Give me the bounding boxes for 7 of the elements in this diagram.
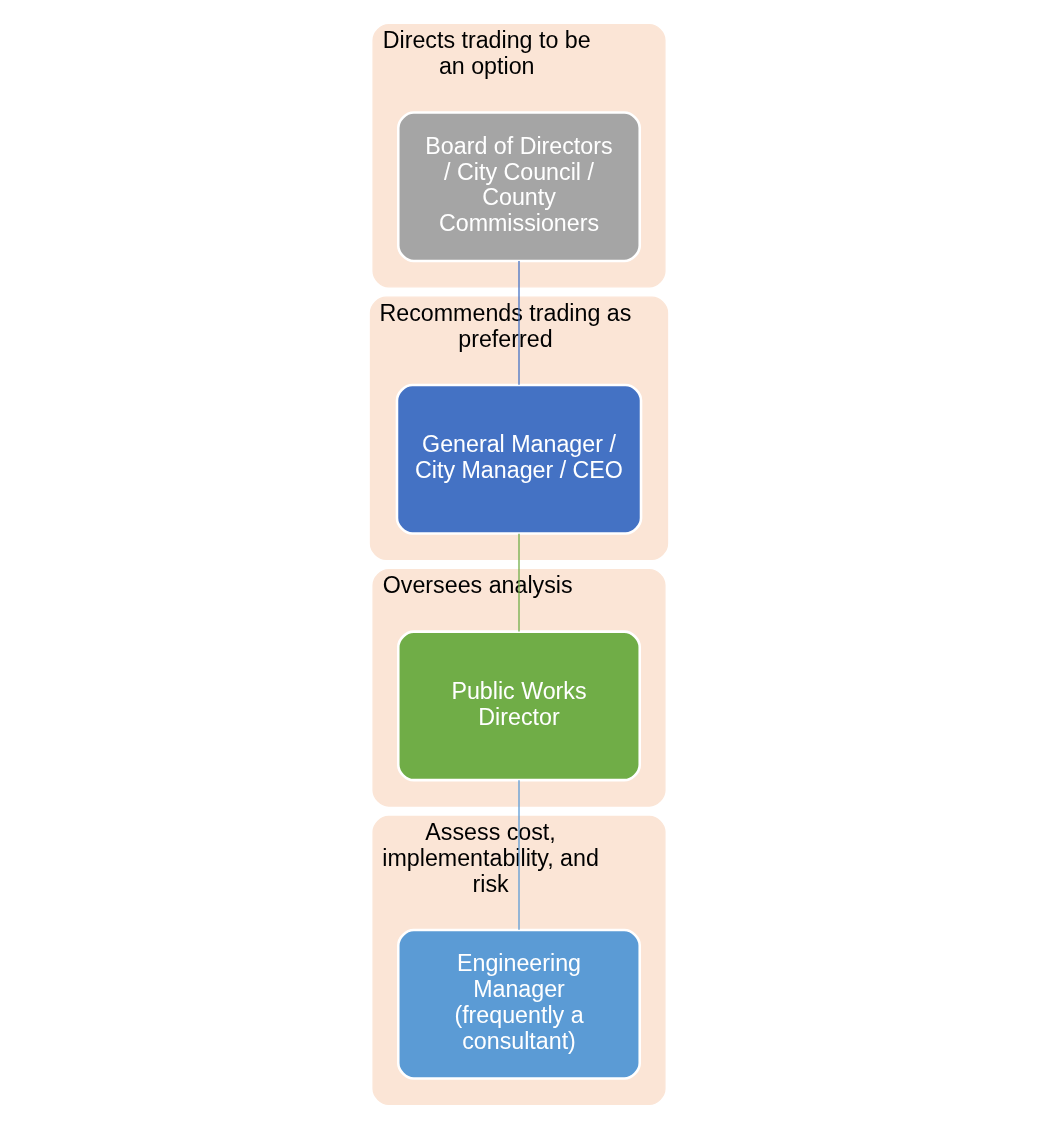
connector <box>518 260 520 386</box>
node-box: Engineering Manager (frequently a consultant) <box>396 928 642 1080</box>
connector <box>518 779 520 931</box>
node-box: Board of Directors / City Council / County Commissioners <box>396 111 642 263</box>
node-box: Public Works Director <box>396 630 642 782</box>
node-box: General Manager / City Manager / CEO <box>395 383 643 535</box>
connector <box>518 533 520 633</box>
